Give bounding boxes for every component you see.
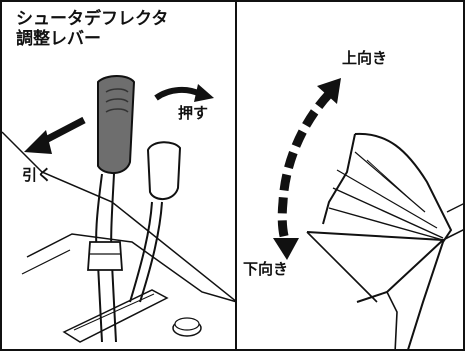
deflector-lever-handle <box>97 75 136 174</box>
console-panel <box>26 233 235 303</box>
second-lever-shaft <box>129 201 153 303</box>
second-lever-handle <box>146 141 182 200</box>
console-line <box>21 249 71 275</box>
down-arrowhead <box>273 238 299 260</box>
up-arrowhead <box>317 78 341 104</box>
pull-label: 引く <box>22 166 53 184</box>
deflector-illustration <box>273 78 463 349</box>
deflector-line <box>332 187 444 239</box>
chute-lower <box>306 231 446 303</box>
lever-title-line2: 調整レバー <box>16 28 101 49</box>
down-label: 下向き <box>243 260 289 278</box>
console-edge <box>2 131 235 302</box>
lever-slot <box>62 289 169 343</box>
lever-title-line1: シュータデフレクタ <box>16 9 169 29</box>
chute-body <box>354 132 453 349</box>
lever-boot <box>87 241 123 271</box>
deflector-panel: 上向き 下向き <box>237 2 463 349</box>
push-label: 押す <box>178 104 209 122</box>
push-arrow <box>154 86 202 101</box>
lever-panel: シュータデフレクタ 調整レバー 押す 引く <box>2 2 237 349</box>
lever-illustration <box>2 75 235 343</box>
direction-arc <box>277 90 333 248</box>
lever-title: シュータデフレクタ 調整レバー <box>16 9 169 49</box>
up-label: 上向き <box>342 49 388 67</box>
